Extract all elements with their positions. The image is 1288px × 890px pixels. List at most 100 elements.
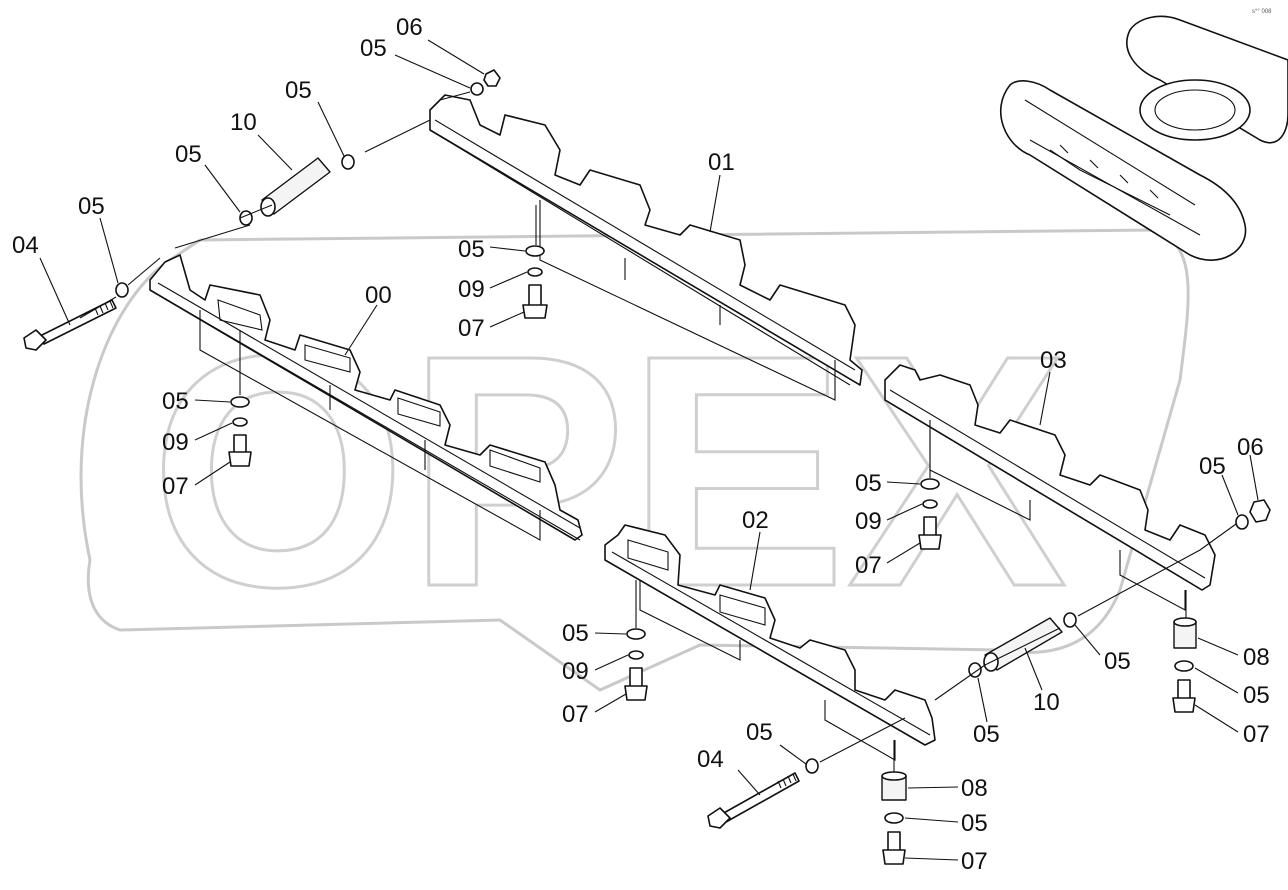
part-02-track-guard: [604, 524, 936, 761]
part-08-spacer-bottom: [881, 771, 907, 801]
axis-bolt-bottom: [819, 717, 906, 763]
callout-07-mid: 07: [458, 315, 485, 342]
leader-right-stack: [1194, 637, 1239, 733]
callout-09-b1: 09: [562, 658, 589, 685]
leader-03: [1039, 371, 1051, 426]
bolt-left-head: [23, 329, 47, 351]
bolt-bottom-shank: [721, 772, 800, 823]
leader-05-left: [204, 164, 241, 213]
corner-mark: s°° 008: [1252, 9, 1272, 15]
track-frame-left: [999, 80, 1247, 261]
bolt-left-thread: [94, 300, 114, 316]
leader-10-top: [257, 134, 293, 171]
part-02-skirt: [639, 580, 896, 761]
callout-10-top: 10: [230, 109, 257, 136]
bolt-bottom-thread: [777, 773, 797, 789]
bolt-07-b1: [624, 667, 648, 701]
axis-pin-top: [174, 224, 251, 249]
lockwasher-r2: [922, 499, 938, 509]
leader-04-left: [39, 257, 71, 326]
assembly-lines: [79, 91, 1237, 772]
callout-09-r2: 09: [855, 508, 882, 535]
track-rollers: [1049, 144, 1171, 216]
washer-b5: [884, 812, 904, 824]
leader-mid-stack: [489, 246, 528, 328]
axis-vertical: [239, 205, 1187, 772]
part-10-pin-top: [260, 157, 331, 217]
part-03-track-guard: [884, 364, 1216, 611]
axis-top-left: [79, 91, 471, 319]
callout-07-r2: 07: [855, 552, 882, 579]
callout-08-right: 08: [1243, 644, 1270, 671]
part-01-edges: [429, 119, 856, 386]
callout-02: 02: [742, 507, 769, 534]
callout-06-right: 06: [1237, 434, 1264, 461]
bolt-bottom-head: [707, 807, 731, 829]
callout-07-b1: 07: [562, 701, 589, 728]
callout-07-l2: 07: [162, 473, 189, 500]
part-03-plate: [884, 364, 1216, 591]
callout-labels: 06 05 05 10 05 05 04 01 00 05 09 07 05 0…: [12, 14, 1270, 875]
leader-05-top-a: [394, 54, 471, 89]
washer-r3: [1174, 660, 1194, 672]
callout-09-l2: 09: [162, 429, 189, 456]
leader-right-top: [1221, 454, 1259, 516]
swing-bearing: [1139, 79, 1251, 141]
washer-r2: [920, 478, 940, 490]
bolt-07-l2: [228, 434, 252, 467]
callout-05-b3: 05: [973, 721, 1000, 748]
washer-pin-top-right: [341, 154, 355, 170]
part-01-plate: [429, 94, 863, 386]
washer-l2: [230, 396, 250, 408]
washer-bolt-left: [115, 282, 129, 298]
callout-05-top-c: 05: [285, 77, 312, 104]
leader-r2-stack: [886, 481, 923, 564]
callout-09-mid: 09: [458, 276, 485, 303]
bolt-07-b5: [882, 831, 906, 865]
callout-08-bottom: 08: [961, 775, 988, 802]
washer-right: [1235, 514, 1249, 530]
callout-05-mid: 05: [458, 236, 485, 263]
callout-01: 01: [708, 149, 735, 176]
callout-07-r3: 07: [1243, 721, 1270, 748]
spacer-right-top: [1173, 617, 1197, 627]
leader-05-top-c: [317, 101, 345, 157]
bolt-07-r3: [1172, 679, 1196, 713]
callout-05-b2: 05: [1104, 648, 1131, 675]
callout-10-bottom: 10: [1033, 689, 1060, 716]
track-overview-inset: [999, 15, 1288, 261]
callout-05-bolt-left: 05: [78, 193, 105, 220]
leader-05-bolt: [99, 217, 119, 284]
part-08-spacer-right: [1173, 617, 1197, 649]
nut-right: [1249, 499, 1271, 523]
lockwasher-l2: [232, 417, 248, 427]
bolt-07-mid: [522, 284, 548, 319]
leader-l2-stack: [194, 399, 233, 486]
part-01-skirt: [539, 200, 836, 401]
lockwasher-mid: [527, 267, 543, 277]
callout-05-top-a: 05: [360, 35, 387, 62]
nut-top: [483, 69, 501, 87]
part-01-track-guard: [429, 94, 863, 401]
part-00-edges: [149, 282, 581, 541]
washer-pin-bottom-right: [1063, 612, 1077, 628]
callout-05-left: 05: [175, 141, 202, 168]
callout-00: 00: [365, 282, 392, 309]
callout-07-b5: 07: [961, 848, 988, 875]
part-00-plate: [149, 254, 583, 541]
callout-03: 03: [1040, 347, 1067, 374]
leader-b1-stack: [594, 632, 629, 713]
callout-05-b5: 05: [961, 810, 988, 837]
washer-mid: [525, 245, 545, 257]
lockwasher-b1: [628, 650, 644, 660]
callout-05-b4: 05: [746, 719, 773, 746]
swing-bearing-inner: [1154, 89, 1236, 131]
watermark-frame: [79, 228, 1190, 692]
leader-05-b3: [977, 677, 988, 723]
callout-04-left: 04: [12, 232, 39, 259]
bolt-07-r2: [918, 516, 942, 550]
part-00-skirt: [199, 310, 541, 541]
axis-bottom-right: [934, 523, 1237, 701]
part-00-track-guard: [149, 254, 583, 541]
